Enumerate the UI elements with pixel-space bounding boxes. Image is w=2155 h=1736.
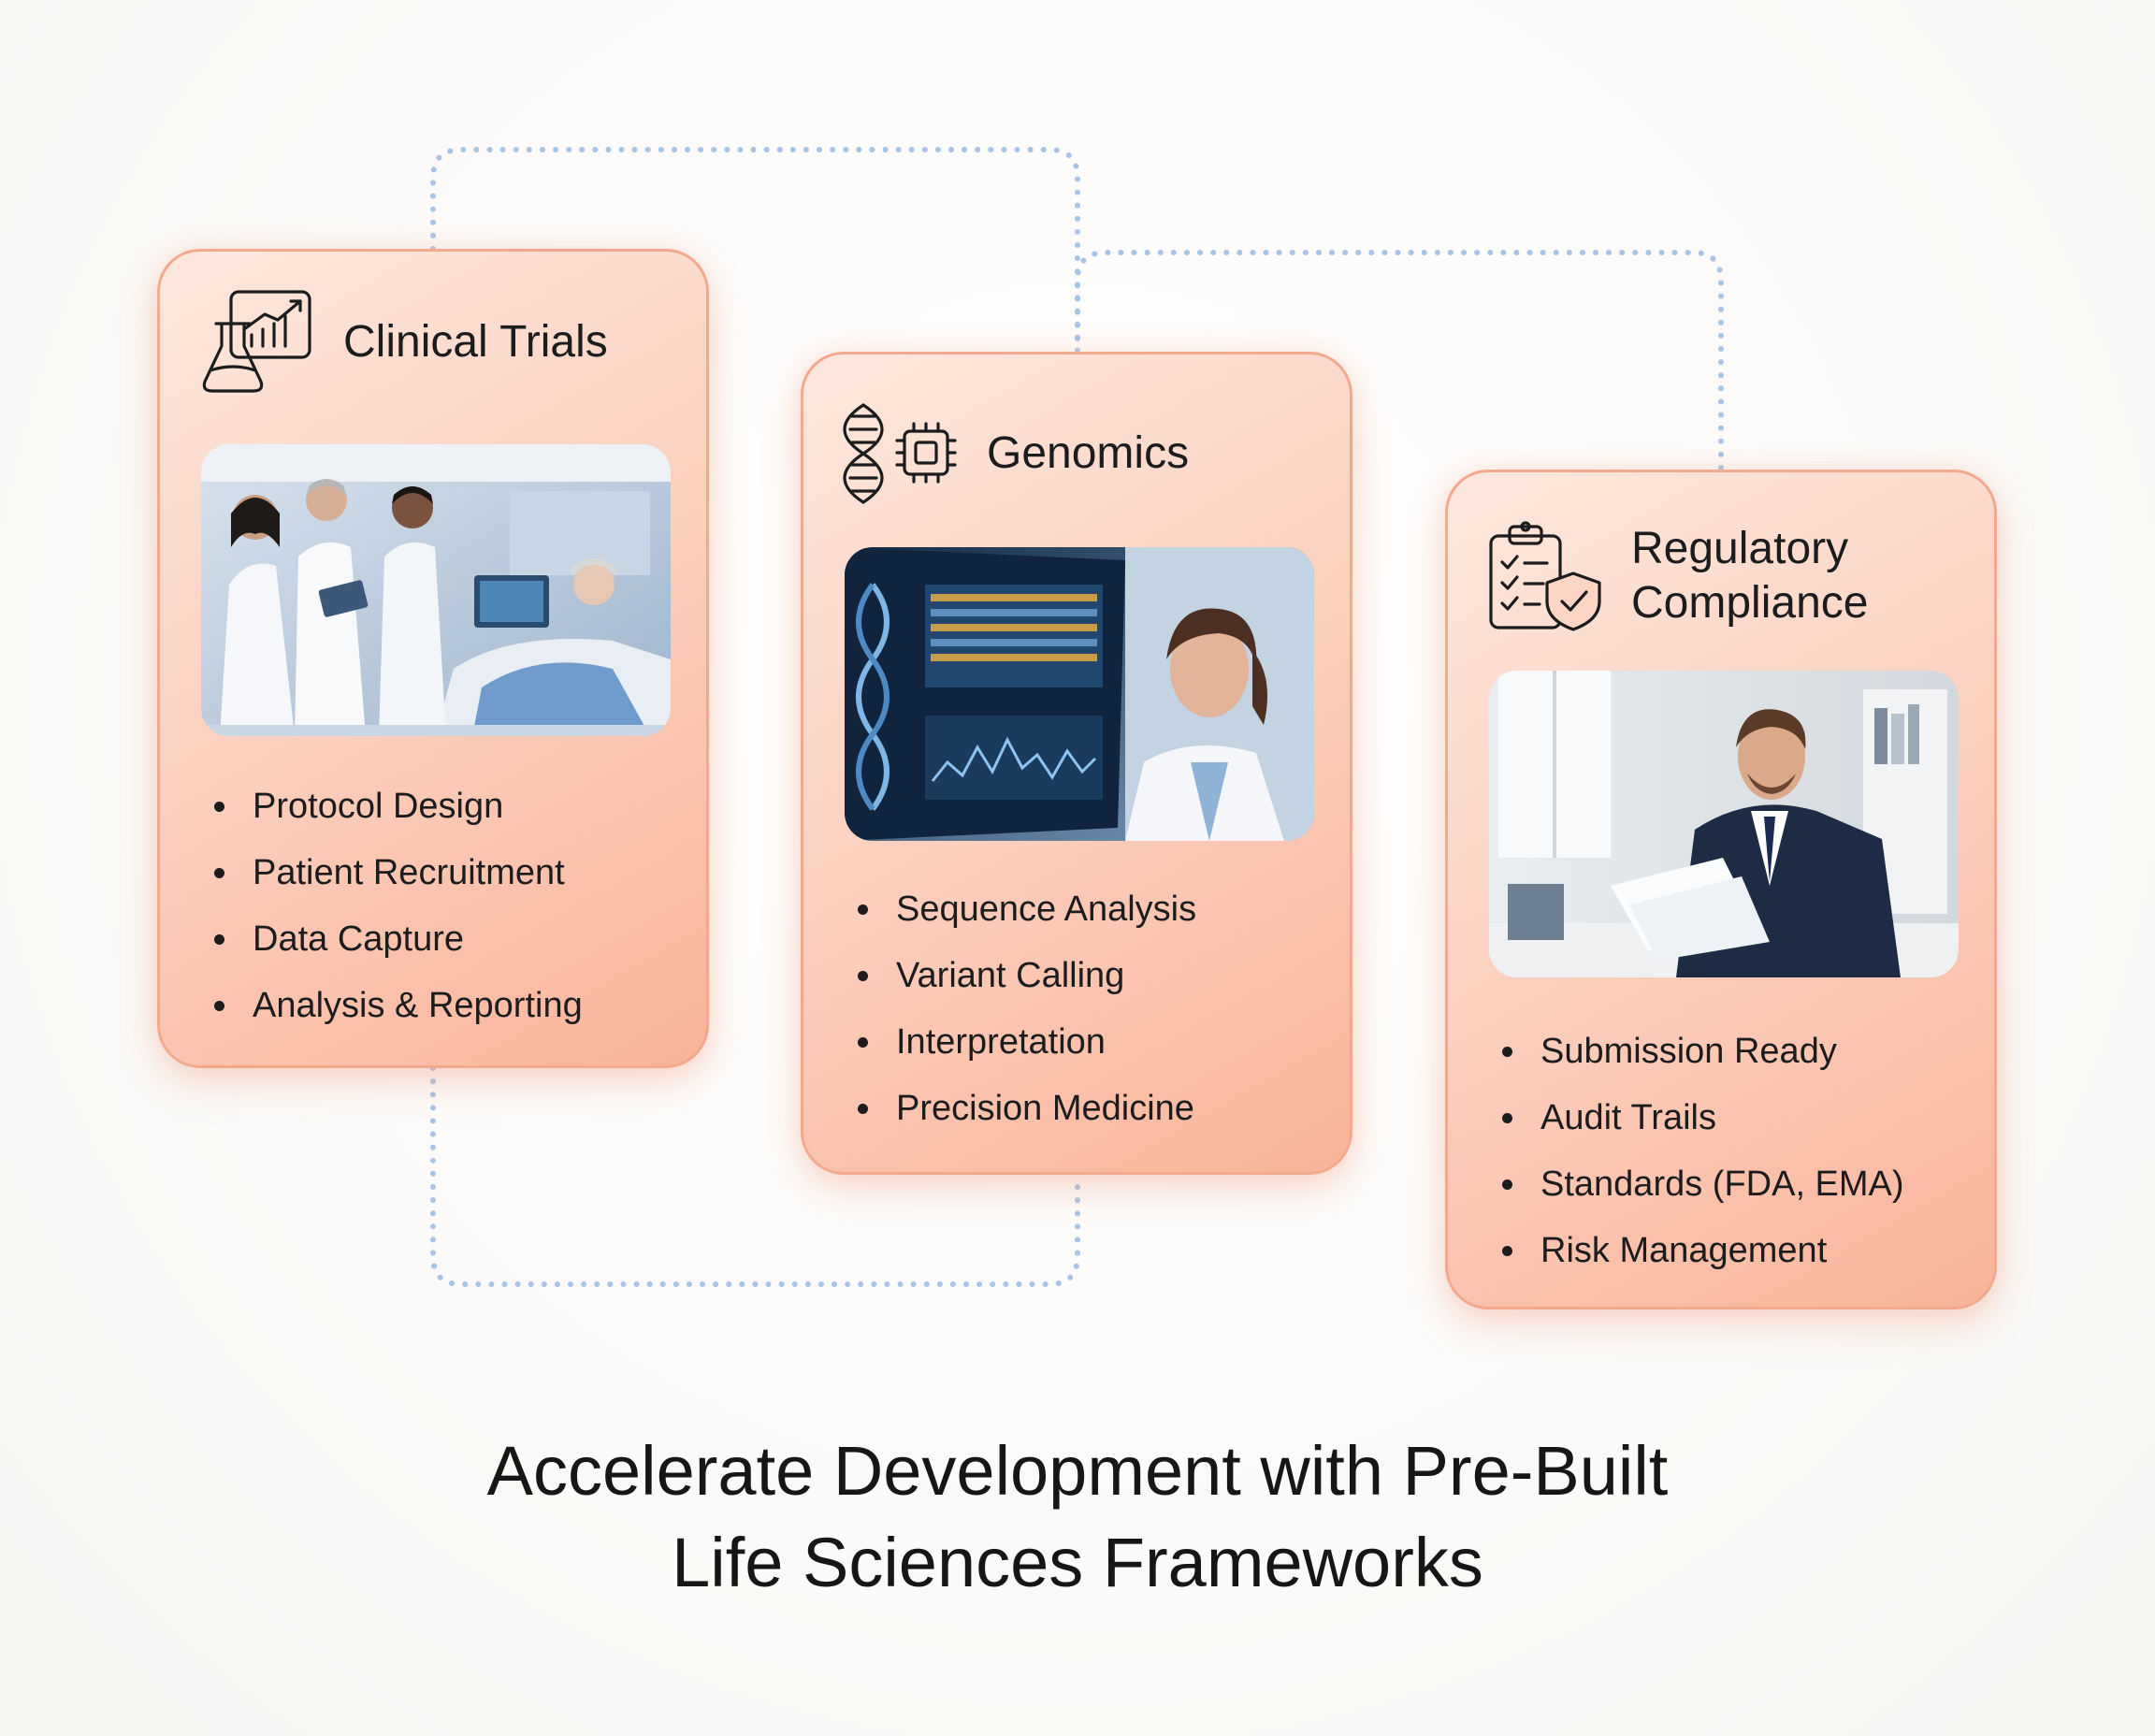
list-item: Submission Ready	[1502, 1019, 1975, 1085]
connector-loop-left-bottom	[430, 1065, 1080, 1287]
card-header: Clinical Trials	[199, 288, 678, 397]
card-header: Genomics	[843, 399, 1322, 508]
headline: Accelerate Development with Pre-Built Li…	[187, 1425, 1968, 1609]
list-item-label: Standards (FDA, EMA)	[1540, 1165, 1904, 1204]
genomics-researcher-photo	[845, 547, 1314, 841]
card-title: Regulatory Compliance	[1631, 522, 1868, 630]
checklist-shield-icon	[1487, 519, 1603, 633]
flask-chart-icon	[199, 288, 315, 397]
dna-chip-icon	[843, 401, 959, 506]
card-title: Clinical Trials	[343, 317, 608, 367]
list-item: Interpretation	[858, 1009, 1331, 1076]
list-item-label: Audit Trails	[1540, 1098, 1716, 1137]
list-item-label: Sequence Analysis	[896, 890, 1197, 929]
bullet-icon	[858, 971, 868, 981]
bullet-icon	[214, 802, 224, 812]
bullet-icon	[1502, 1113, 1512, 1123]
card-genomics: Genomics	[801, 352, 1352, 1175]
list-item: Precision Medicine	[858, 1076, 1331, 1142]
bullet-icon	[1502, 1047, 1512, 1057]
list-item-label: Protocol Design	[253, 787, 504, 826]
bullet-icon	[858, 1104, 868, 1114]
list-item: Variant Calling	[858, 943, 1331, 1009]
list-item-label: Submission Ready	[1540, 1032, 1837, 1071]
regulatory-reviewer-photo	[1489, 671, 1959, 977]
bullet-icon	[1502, 1246, 1512, 1256]
list-item: Patient Recruitment	[214, 840, 687, 906]
list-item: Protocol Design	[214, 774, 687, 840]
card-title: Genomics	[987, 428, 1190, 478]
list-item-label: Patient Recruitment	[253, 853, 565, 892]
list-item-label: Risk Management	[1540, 1231, 1828, 1270]
list-item: Audit Trails	[1502, 1085, 1975, 1151]
connector-loop-right	[1075, 250, 1724, 472]
list-item-label: Interpretation	[896, 1022, 1106, 1062]
bullet-icon	[214, 1001, 224, 1011]
list-item-label: Variant Calling	[896, 956, 1125, 995]
card-clinical-trials: Clinical Trials	[157, 249, 709, 1068]
list-item-label: Precision Medicine	[896, 1089, 1194, 1128]
list-item: Data Capture	[214, 906, 687, 973]
list-item-label: Analysis & Reporting	[253, 986, 583, 1025]
list-item: Sequence Analysis	[858, 876, 1331, 943]
bullet-icon	[214, 934, 224, 945]
headline-line1: Accelerate Development with Pre-Built	[486, 1432, 1669, 1510]
feature-list: Submission Ready Audit Trails Standards …	[1502, 1019, 1975, 1284]
clinical-team-photo	[201, 444, 671, 736]
card-title-line2: Compliance	[1631, 578, 1869, 628]
feature-list: Protocol Design Patient Recruitment Data…	[214, 774, 687, 1039]
bullet-icon	[1502, 1179, 1512, 1190]
connector-loop-left	[430, 147, 1080, 354]
list-item: Standards (FDA, EMA)	[1502, 1151, 1975, 1218]
card-title-line1: Regulatory	[1631, 524, 1849, 573]
list-item-label: Data Capture	[253, 919, 465, 959]
headline-line2: Life Sciences Frameworks	[672, 1524, 1483, 1601]
list-item: Risk Management	[1502, 1218, 1975, 1284]
bullet-icon	[858, 904, 868, 915]
feature-list: Sequence Analysis Variant Calling Interp…	[858, 876, 1331, 1142]
bullet-icon	[214, 868, 224, 878]
list-item: Analysis & Reporting	[214, 973, 687, 1039]
card-regulatory-compliance: Regulatory Compliance	[1445, 470, 1997, 1309]
bullet-icon	[858, 1037, 868, 1048]
card-header: Regulatory Compliance	[1487, 515, 1966, 637]
